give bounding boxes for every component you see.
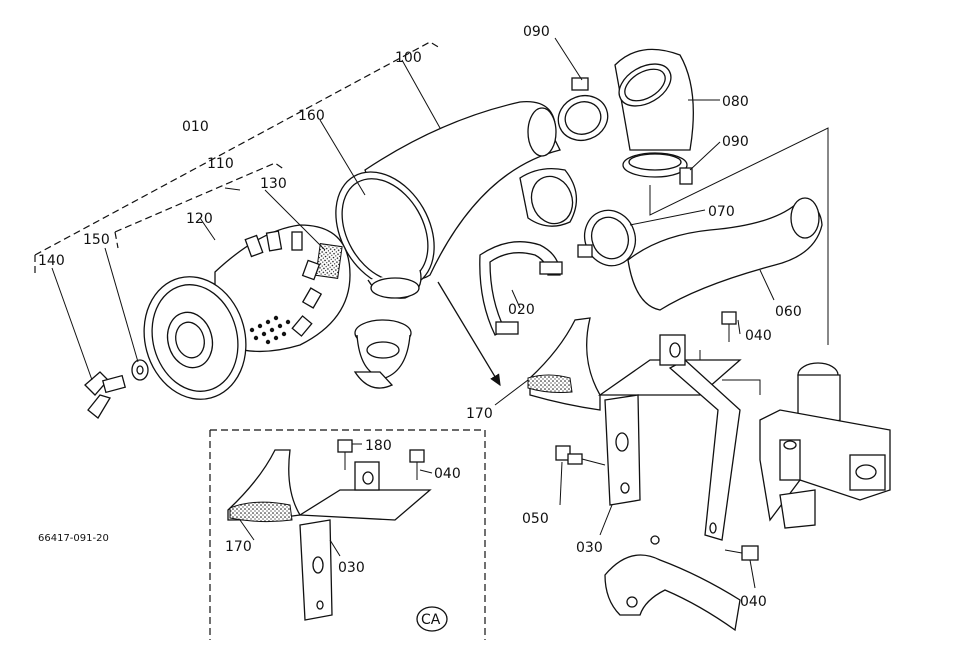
filter-element [214, 224, 351, 353]
evacuator-valve [353, 319, 412, 389]
mounting-bracket [527, 317, 742, 541]
label-050: 050 [522, 511, 549, 527]
variant-badge-text: CA [421, 612, 441, 628]
band-strap [479, 241, 563, 336]
label-040-lower: 040 [740, 594, 767, 610]
bolt-040-lower [724, 545, 759, 561]
label-150: 150 [83, 232, 110, 248]
label-170-main: 170 [466, 406, 493, 422]
leader-lines [51, 37, 775, 589]
label-130: 130 [260, 176, 287, 192]
label-170-inset: 170 [225, 539, 252, 555]
label-040-inset: 040 [434, 466, 461, 482]
variant-inset [209, 429, 486, 640]
hose-clamp-upper [557, 77, 609, 142]
label-020: 020 [508, 302, 535, 318]
label-110: 110 [207, 156, 234, 172]
hose-clamp-lower [622, 152, 693, 185]
label-160: 160 [298, 108, 325, 124]
drawing-number: 66417-091-20 [38, 533, 109, 544]
assembly-bracket-010 [34, 41, 441, 275]
label-090-top: 090 [523, 24, 550, 40]
label-070: 070 [708, 204, 735, 220]
variant-badge: CA [416, 606, 448, 632]
assembly-arrow [437, 281, 501, 387]
label-040-upper: 040 [745, 328, 772, 344]
label-060: 060 [775, 304, 802, 320]
intake-hose [627, 197, 823, 311]
washer [131, 359, 149, 381]
label-140: 140 [38, 253, 65, 269]
label-180: 180 [365, 438, 392, 454]
label-030-inset: 030 [338, 560, 365, 576]
bolt-050 [555, 445, 606, 466]
assembly-bracket-110 [114, 162, 286, 249]
wing-nut [84, 371, 127, 419]
elbow-pipe [614, 48, 694, 151]
bolt-040-upper [721, 311, 737, 342]
label-090-lower: 090 [722, 134, 749, 150]
label-100: 100 [395, 50, 422, 66]
label-010: 010 [182, 119, 209, 135]
label-120: 120 [186, 211, 213, 227]
end-cap [143, 276, 247, 400]
reference-lines [649, 127, 829, 395]
lower-support-bracket [604, 535, 741, 632]
label-080: 080 [722, 94, 749, 110]
engine-outlet-housing [759, 362, 891, 529]
label-030-main: 030 [576, 540, 603, 556]
hose-clamp-070 [577, 209, 637, 267]
